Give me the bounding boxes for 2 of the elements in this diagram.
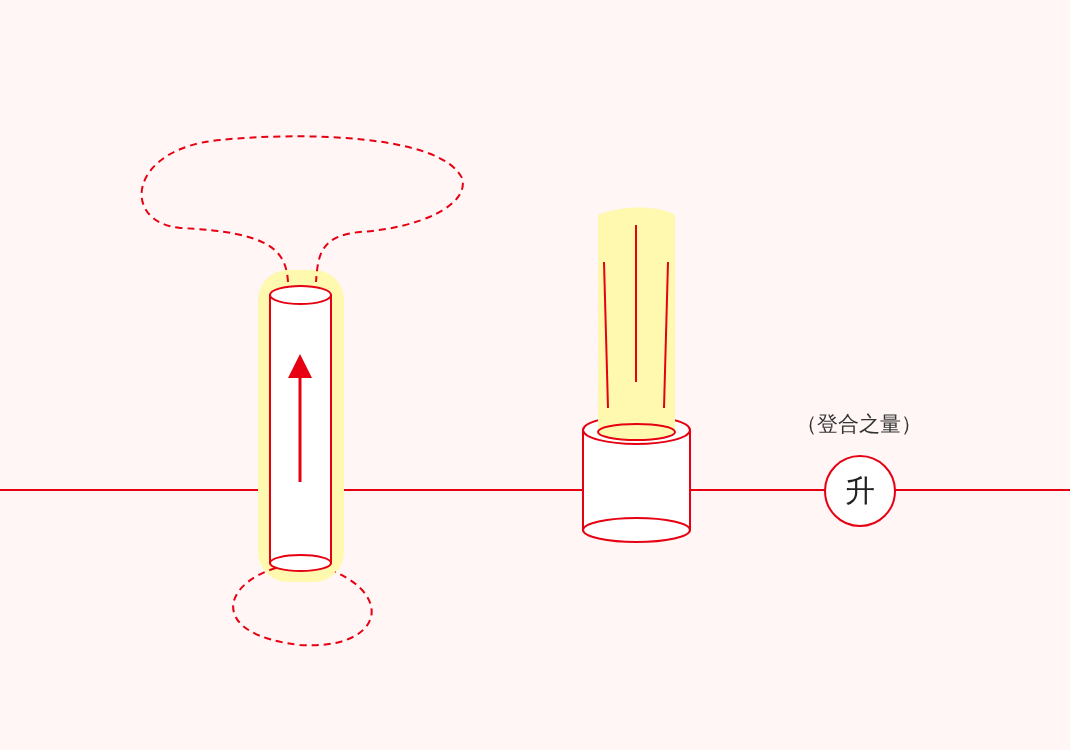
node-caption: （登合之量）: [796, 411, 922, 438]
circle-node: 升: [824, 455, 896, 527]
